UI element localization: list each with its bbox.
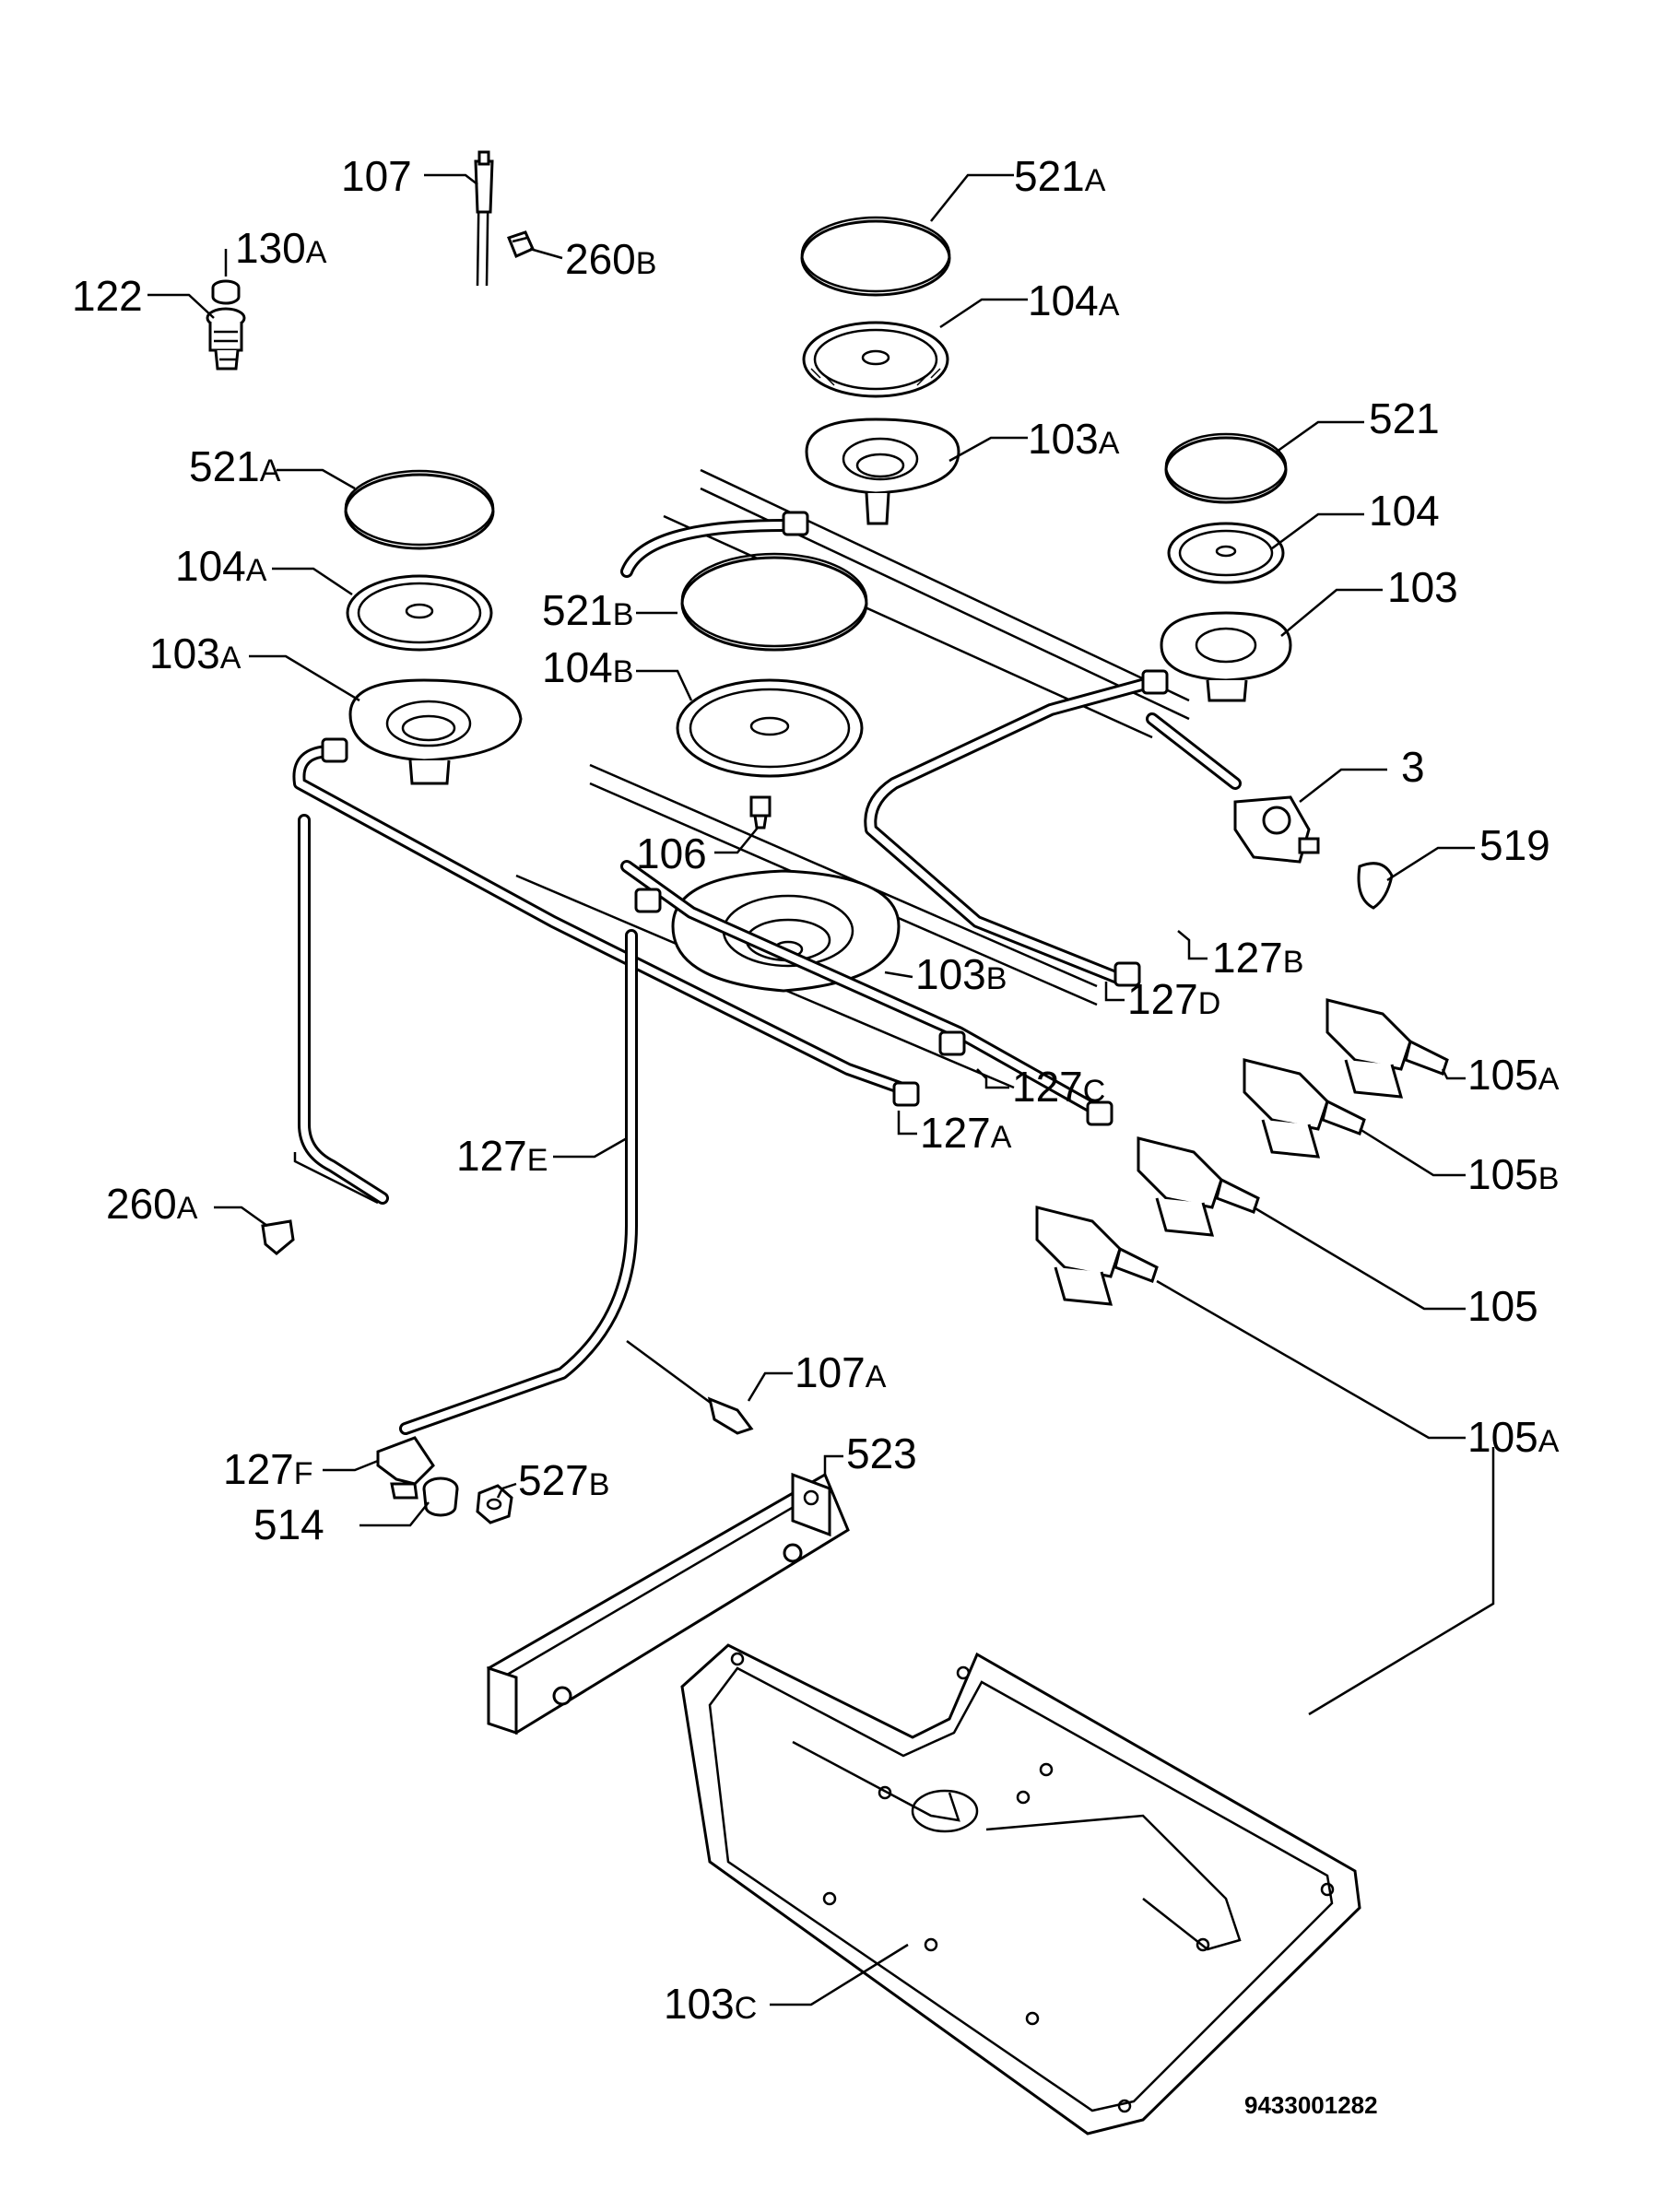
base-tray-103C: [680, 1643, 1361, 2136]
injector-106: [749, 795, 772, 830]
label-105: 105: [1467, 1282, 1538, 1330]
label-521B: 521B: [542, 586, 633, 634]
clip-260A: [261, 1219, 295, 1255]
label-105A-top: 105A: [1467, 1051, 1560, 1099]
label-103B: 103B: [915, 950, 1007, 998]
label-127A: 127A: [920, 1109, 1012, 1157]
label-104B: 104B: [542, 643, 633, 691]
cap-519: [1357, 862, 1394, 910]
label-260B: 260B: [565, 235, 656, 283]
label-527B: 527B: [518, 1456, 609, 1504]
flame-spreader-104A-left: [346, 574, 493, 652]
label-104A-top: 104A: [1028, 276, 1120, 324]
label-127B: 127B: [1212, 934, 1303, 982]
label-122: 122: [72, 272, 143, 320]
label-107: 107: [341, 152, 412, 200]
label-103A-left: 103A: [149, 629, 242, 677]
label-127D: 127D: [1127, 975, 1220, 1023]
frame-rails: [515, 468, 1190, 1089]
label-519: 519: [1479, 821, 1550, 869]
flame-spreader-104B: [676, 678, 864, 778]
thermocouple-107: [474, 150, 494, 287]
label-127C: 127C: [1012, 1063, 1105, 1111]
gas-tap-105A-bottom: [1035, 1206, 1159, 1306]
label-3: 3: [1401, 743, 1425, 791]
thermocouple-lead-260A-line: [293, 1152, 379, 1205]
label-514: 514: [253, 1500, 324, 1548]
elbow-127F: [376, 1436, 435, 1500]
label-105B: 105B: [1467, 1150, 1559, 1198]
label-521: 521: [1369, 394, 1440, 442]
injector-122: [206, 307, 246, 371]
burner-cap-521: [1164, 432, 1288, 504]
label-127E: 127E: [456, 1132, 548, 1180]
pipe-fittings: [321, 511, 1169, 1126]
label-106: 106: [636, 830, 707, 877]
gas-tap-105A-top: [1325, 998, 1449, 1099]
label-521A-left: 521A: [189, 442, 281, 490]
label-260A: 260A: [106, 1180, 198, 1228]
flame-spreader-104: [1167, 522, 1285, 584]
label-107A: 107A: [795, 1348, 887, 1396]
bushing-514: [422, 1477, 459, 1517]
washer-130A: [211, 279, 241, 305]
label-523: 523: [846, 1430, 917, 1477]
flame-spreader-104A-top: [802, 321, 949, 398]
reference-number: 9433001282: [1244, 2091, 1378, 2119]
label-104A-left: 104A: [175, 542, 267, 590]
burner-cap-521A-top: [800, 216, 951, 297]
label-130A: 130A: [235, 224, 327, 272]
burner-cap-521A-left: [344, 469, 495, 550]
safety-valve-3: [1233, 795, 1320, 864]
gas-tap-105B: [1243, 1058, 1366, 1159]
label-103A-top: 103A: [1028, 415, 1120, 463]
burner-base-103A-left: [348, 678, 523, 785]
label-103: 103: [1387, 563, 1458, 611]
label-521A-top: 521A: [1014, 152, 1106, 200]
label-127F: 127F: [223, 1445, 313, 1493]
gas-tap-105: [1137, 1136, 1260, 1237]
nut-527B: [476, 1484, 513, 1524]
label-105A-bottom: 105A: [1467, 1413, 1560, 1461]
burner-cap-521B: [680, 552, 868, 652]
clip-260B: [507, 230, 535, 259]
label-103C: 103C: [664, 1980, 757, 2028]
burner-base-103A-top: [805, 418, 960, 525]
burner-base-103: [1160, 611, 1292, 702]
leader-lines: [147, 173, 1495, 2006]
burner-base-103B: [671, 869, 901, 993]
part-labels: 107 260B 130A 122 521A 104A 103A 521 104…: [72, 152, 1560, 2028]
label-104: 104: [1369, 487, 1440, 535]
bracket-523: [487, 1472, 850, 1735]
thermocouple-107A: [626, 1339, 754, 1435]
